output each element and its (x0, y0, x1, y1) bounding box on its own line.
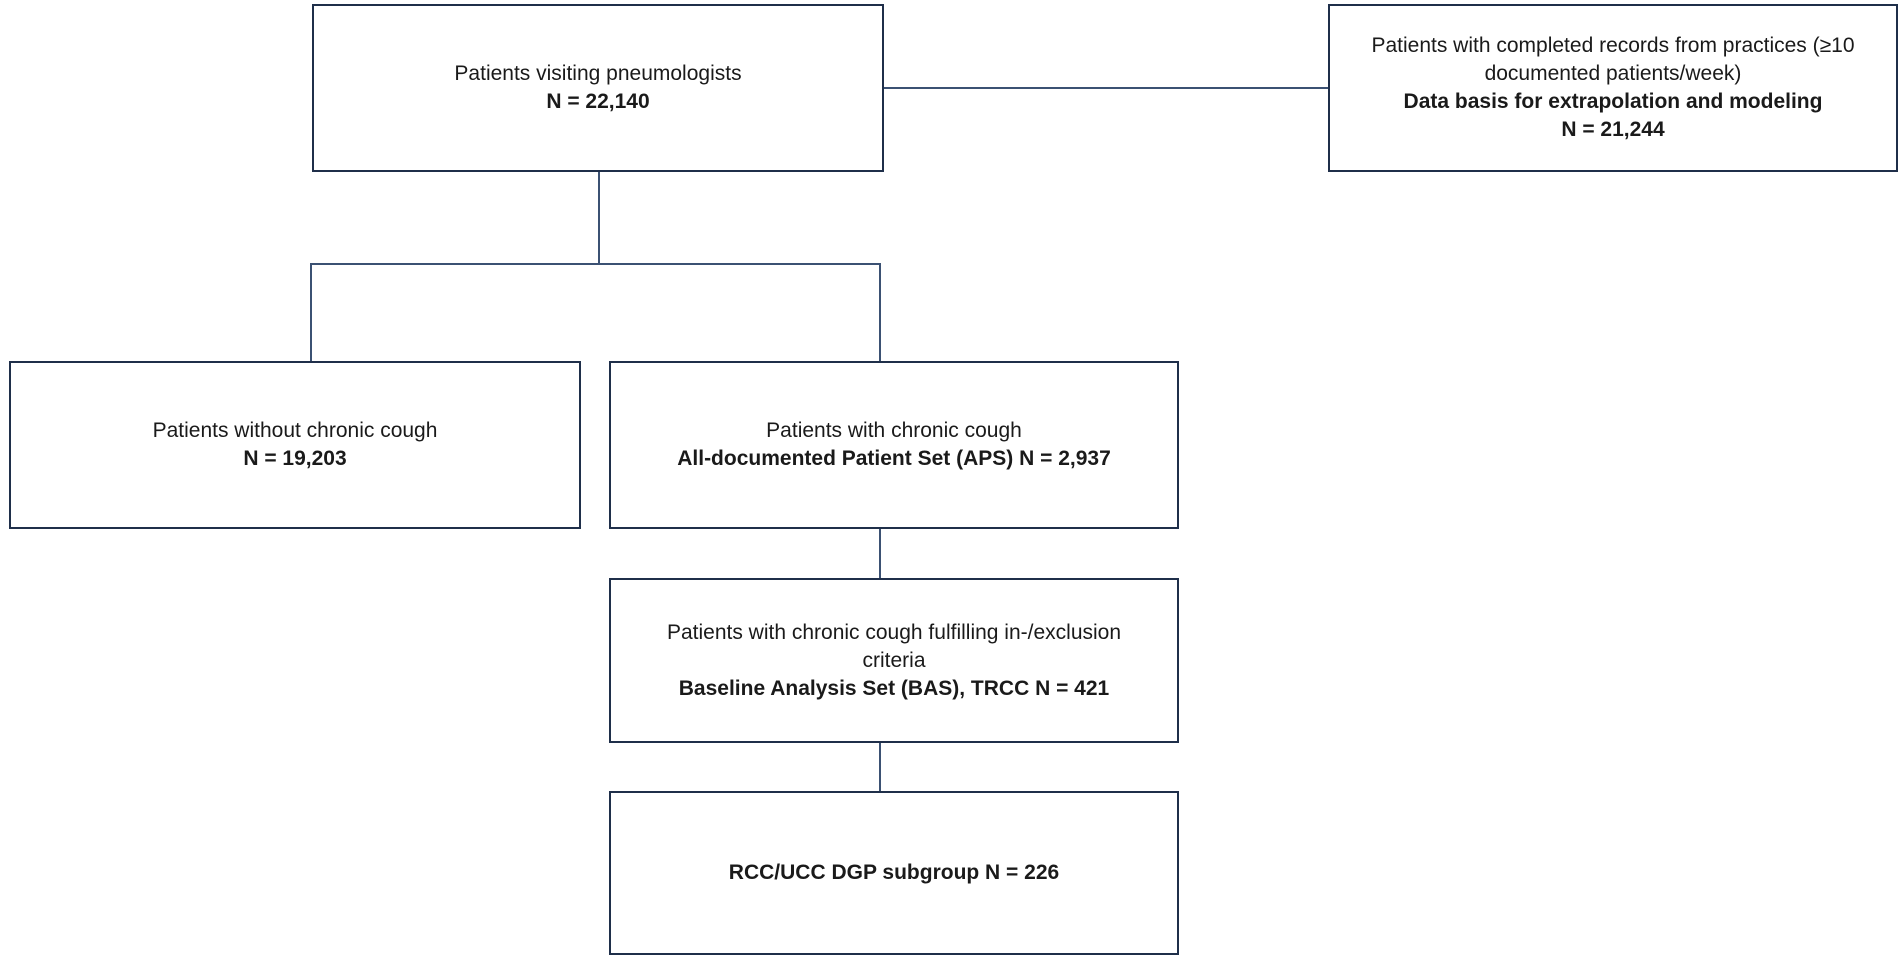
box-baseline: Patients with chronic cough fulfilling i… (609, 578, 1179, 743)
connector-top-horizontal (884, 87, 1328, 89)
box-without-cough-count: N = 19,203 (243, 447, 347, 470)
box-subgroup: RCC/UCC DGP subgroup N = 226 (609, 791, 1179, 955)
box-without-cough: Patients without chronic cough N = 19,20… (9, 361, 581, 529)
box-subgroup-count: RCC/UCC DGP subgroup N = 226 (728, 861, 1060, 884)
box-baseline-count: Baseline Analysis Set (BAS), TRCC N = 42… (678, 676, 1110, 700)
box-completed-records-title: Patients with completed records from pra… (1371, 34, 1855, 85)
box-with-cough-count: All-documented Patient Set (APS) N = 2,9… (677, 447, 1111, 470)
connector-top-vertical (598, 172, 600, 264)
box-completed-records-count: N = 21,244 (1561, 118, 1665, 141)
connector-branch-horizontal (310, 263, 881, 265)
box-with-cough-title: Patients with chronic cough (766, 419, 1022, 442)
box-pneumologists-title: Patients visiting pneumologists (454, 62, 742, 85)
box-baseline-title: Patients with chronic cough fulfilling i… (666, 620, 1122, 672)
box-pneumologists: Patients visiting pneumologists N = 22,1… (312, 4, 884, 172)
connector-branch-right (879, 263, 881, 361)
box-completed-records: Patients with completed records from pra… (1328, 4, 1898, 172)
connector-aps-bas (879, 528, 881, 578)
connector-bas-subgroup (879, 741, 881, 791)
box-without-cough-title: Patients without chronic cough (152, 419, 438, 442)
box-pneumologists-count: N = 22,140 (546, 90, 650, 113)
connector-branch-left (310, 263, 312, 361)
box-completed-records-subtitle: Data basis for extrapolation and modelin… (1403, 90, 1823, 113)
box-with-cough: Patients with chronic cough All-document… (609, 361, 1179, 529)
